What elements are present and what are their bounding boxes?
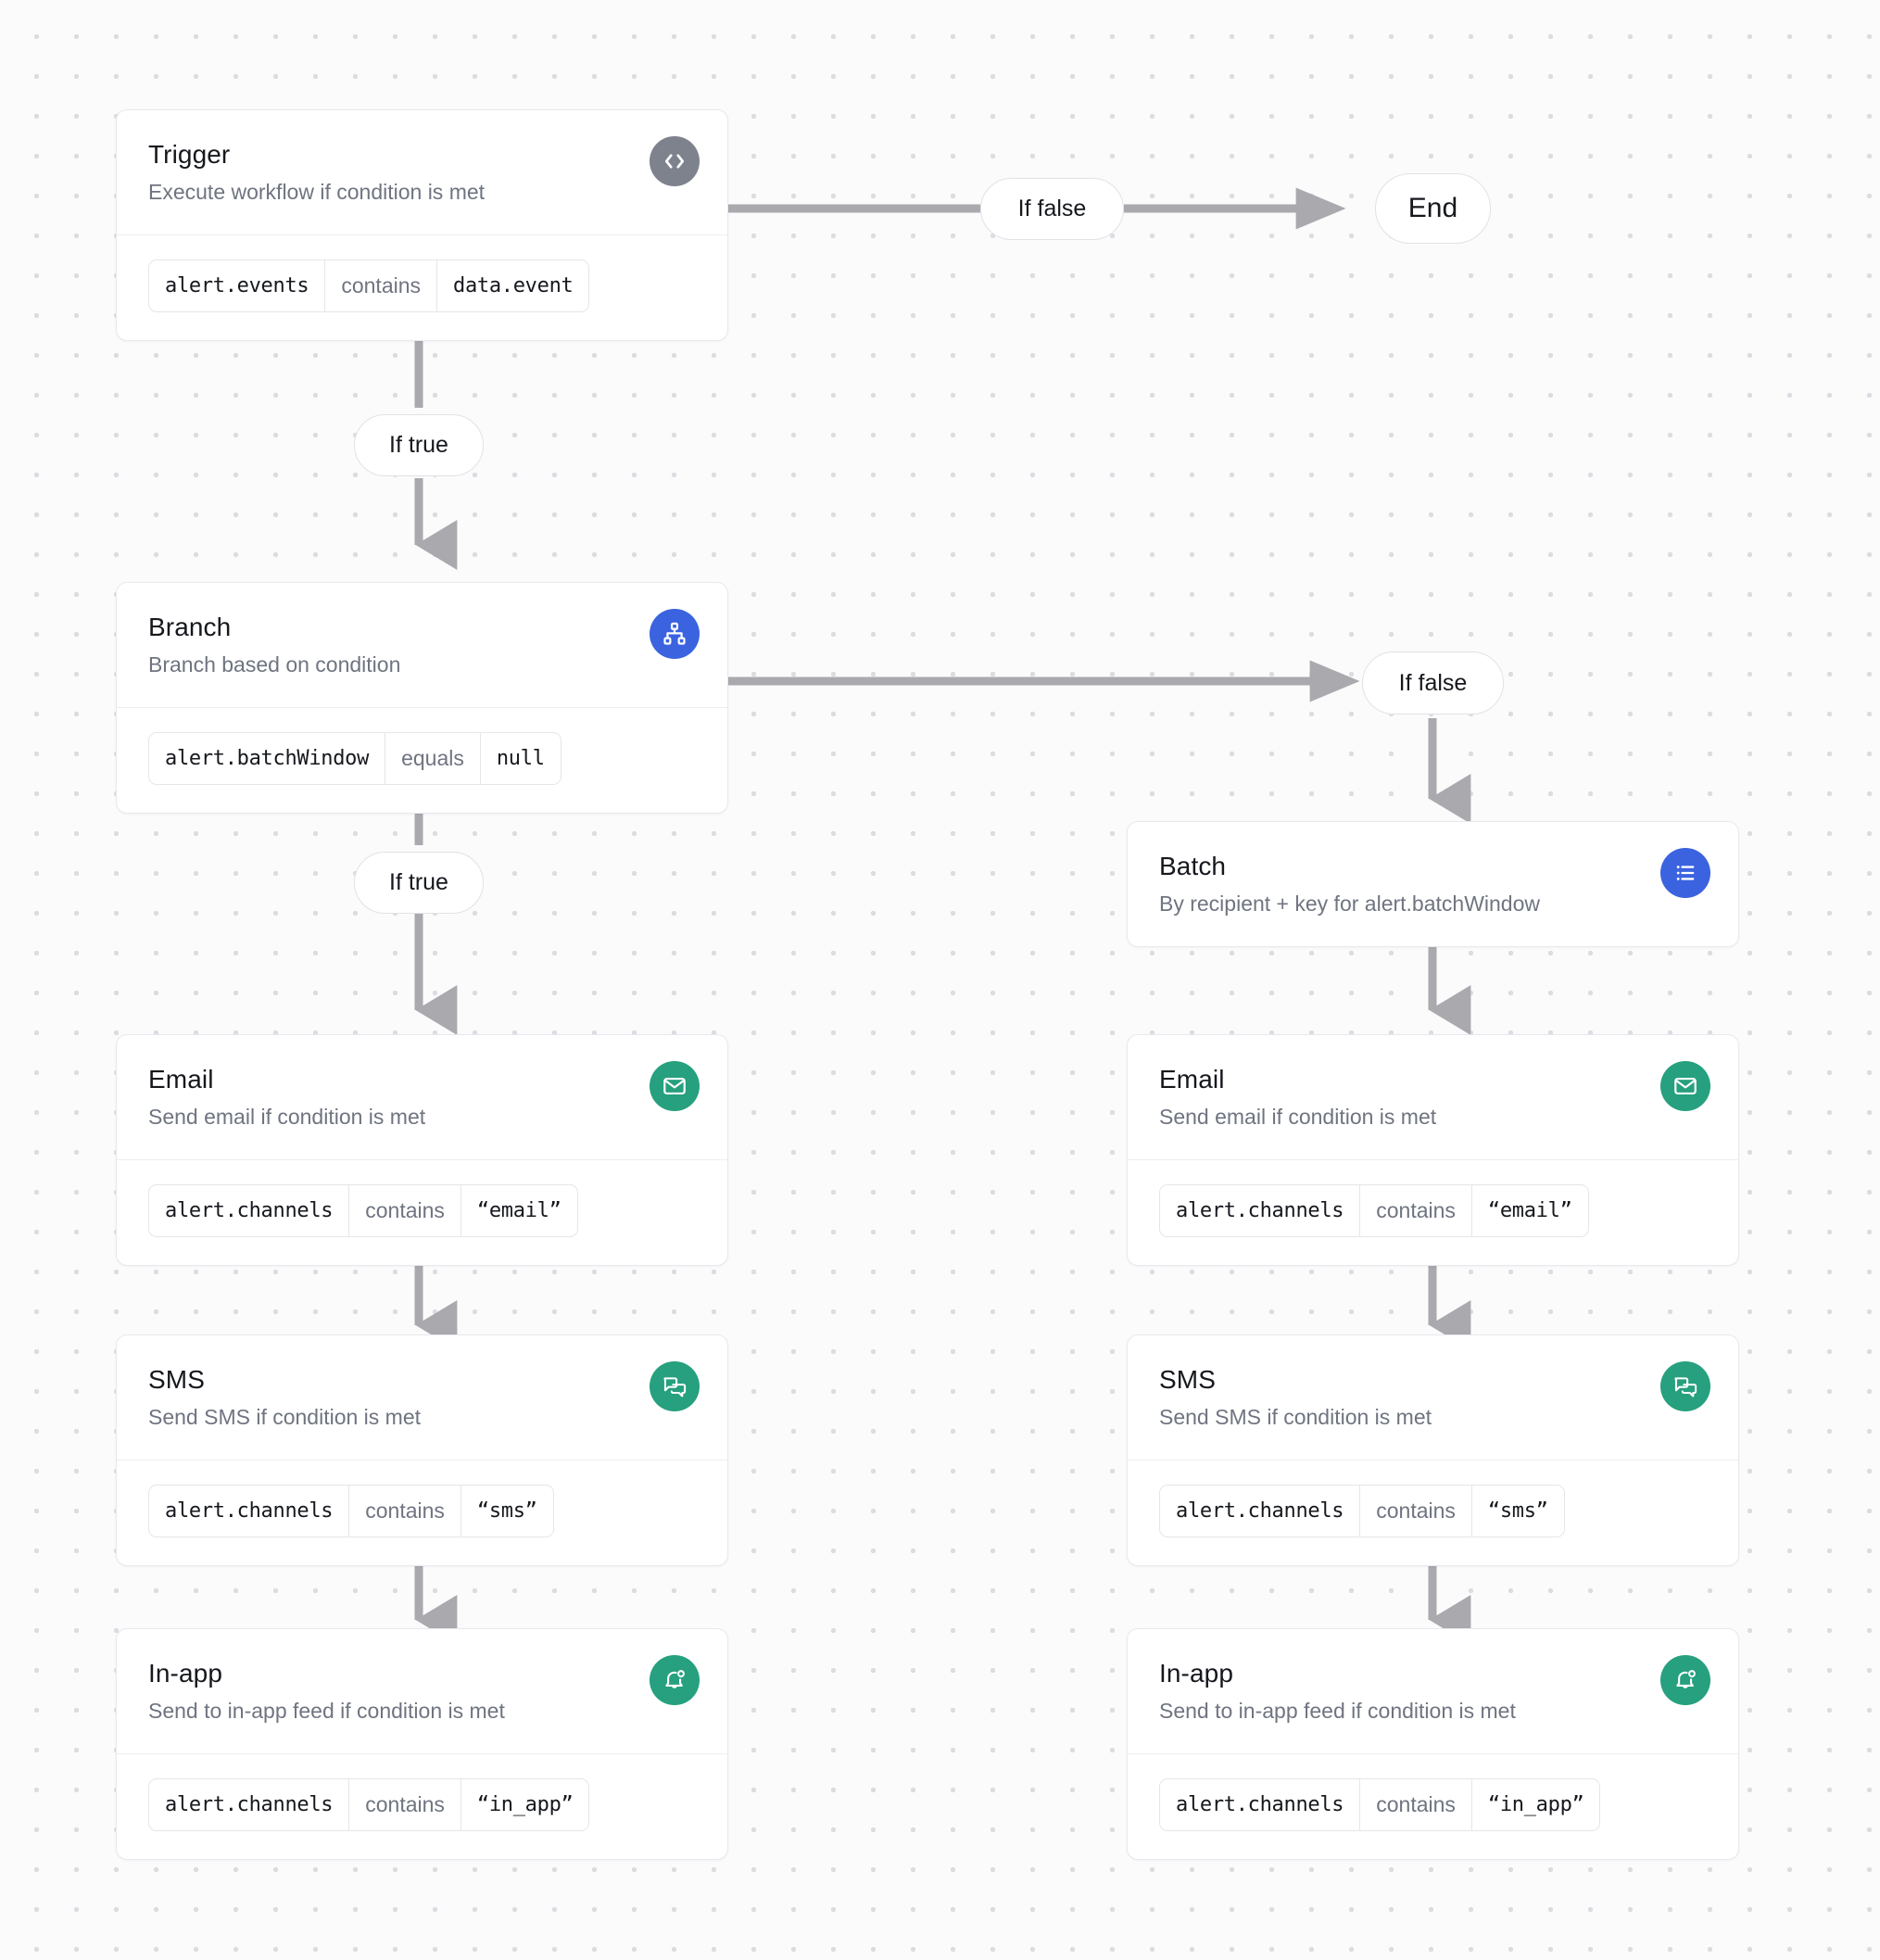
inapp-left-condition[interactable]: alert.channels contains “in_app” <box>117 1754 727 1859</box>
condition-value: “sms” <box>476 1498 537 1523</box>
sms-right-title: SMS <box>1159 1365 1216 1394</box>
sitemap-icon <box>650 609 700 659</box>
condition-value: “in_app” <box>1487 1792 1584 1816</box>
condition-value: “email” <box>476 1198 561 1222</box>
condition-operator: contains <box>1359 1778 1472 1830</box>
inapp-right-subtitle: Send to in-app feed if condition is met <box>1159 1699 1516 1723</box>
inapp-left-subtitle: Send to in-app feed if condition is met <box>148 1699 505 1723</box>
sms-right-subtitle: Send SMS if condition is met <box>1159 1405 1432 1429</box>
node-card-sms-left[interactable]: SMS Send SMS if condition is met alert.c… <box>116 1334 728 1566</box>
sms-left-card-header: SMS Send SMS if condition is met <box>117 1335 727 1461</box>
condition-field: alert.channels <box>1176 1198 1344 1222</box>
condition-value: “in_app” <box>476 1792 574 1816</box>
condition-value: null <box>496 746 545 770</box>
email-right-subtitle: Send email if condition is met <box>1159 1105 1437 1129</box>
email-left-card-header: Email Send email if condition is met <box>117 1035 727 1160</box>
condition-operator: contains <box>348 1485 461 1536</box>
condition-field: alert.batchWindow <box>165 746 370 770</box>
email-left-condition[interactable]: alert.channels contains “email” <box>117 1160 727 1265</box>
condition-chip[interactable]: alert.channels contains “email” <box>1159 1183 1589 1237</box>
condition-field: alert.channels <box>1176 1792 1344 1816</box>
batch-subtitle: By recipient + key for alert.batchWindow <box>1159 891 1540 916</box>
branch-card-header: Branch Branch based on condition <box>117 583 727 708</box>
chat-bubbles-icon <box>1660 1361 1710 1411</box>
batch-title: Batch <box>1159 852 1227 880</box>
condition-operator: contains <box>324 259 438 311</box>
node-card-trigger[interactable]: Trigger Execute workflow if condition is… <box>116 109 728 341</box>
sms-right-condition[interactable]: alert.channels contains “sms” <box>1128 1461 1738 1565</box>
inapp-left-title: In-app <box>148 1659 222 1688</box>
chat-bubbles-icon <box>650 1361 700 1411</box>
trigger-card-header: Trigger Execute workflow if condition is… <box>117 110 727 235</box>
email-right-condition[interactable]: alert.channels contains “email” <box>1128 1160 1738 1265</box>
condition-chip[interactable]: alert.channels contains “sms” <box>1159 1484 1565 1537</box>
condition-chip[interactable]: alert.batchWindow equals null <box>148 731 561 785</box>
node-card-inapp-left[interactable]: In-app Send to in-app feed if condition … <box>116 1628 728 1860</box>
node-card-branch[interactable]: Branch Branch based on condition alert.b… <box>116 582 728 814</box>
branch-subtitle: Branch based on condition <box>148 652 401 677</box>
edge-label-trigger-if-true[interactable]: If true <box>354 414 484 476</box>
envelope-icon <box>650 1061 700 1111</box>
sms-left-subtitle: Send SMS if condition is met <box>148 1405 422 1429</box>
condition-field: alert.channels <box>165 1792 334 1816</box>
batch-card-header: Batch By recipient + key for alert.batch… <box>1128 822 1738 946</box>
inapp-right-condition[interactable]: alert.channels contains “in_app” <box>1128 1754 1738 1859</box>
email-right-title: Email <box>1159 1065 1225 1094</box>
condition-operator: contains <box>1359 1485 1472 1536</box>
email-right-card-header: Email Send email if condition is met <box>1128 1035 1738 1160</box>
condition-operator: contains <box>348 1778 461 1830</box>
condition-value: data.event <box>453 273 574 297</box>
condition-operator: equals <box>385 732 481 784</box>
condition-operator: contains <box>348 1184 461 1236</box>
bell-notification-icon <box>1660 1655 1710 1705</box>
inapp-right-title: In-app <box>1159 1659 1233 1688</box>
condition-field: alert.channels <box>165 1198 334 1222</box>
condition-chip[interactable]: alert.events contains data.event <box>148 259 590 312</box>
node-card-inapp-right[interactable]: In-app Send to in-app feed if condition … <box>1127 1628 1739 1860</box>
email-left-subtitle: Send email if condition is met <box>148 1105 426 1129</box>
condition-field: alert.channels <box>165 1498 334 1523</box>
envelope-icon <box>1660 1061 1710 1111</box>
condition-operator: contains <box>1359 1184 1472 1236</box>
node-pill-end[interactable]: End <box>1375 173 1491 244</box>
trigger-subtitle: Execute workflow if condition is met <box>148 180 486 204</box>
list-icon <box>1660 848 1710 898</box>
condition-field: alert.events <box>165 273 309 297</box>
trigger-title: Trigger <box>148 140 231 169</box>
node-card-batch[interactable]: Batch By recipient + key for alert.batch… <box>1127 821 1739 947</box>
node-card-email-left[interactable]: Email Send email if condition is met ale… <box>116 1034 728 1266</box>
trigger-condition[interactable]: alert.events contains data.event <box>117 235 727 340</box>
condition-chip[interactable]: alert.channels contains “sms” <box>148 1484 554 1537</box>
email-left-title: Email <box>148 1065 214 1094</box>
condition-chip[interactable]: alert.channels contains “in_app” <box>1159 1777 1601 1831</box>
branch-title: Branch <box>148 613 232 641</box>
condition-field: alert.channels <box>1176 1498 1344 1523</box>
condition-chip[interactable]: alert.channels contains “email” <box>148 1183 578 1237</box>
condition-value: “sms” <box>1487 1498 1548 1523</box>
inapp-right-card-header: In-app Send to in-app feed if condition … <box>1128 1629 1738 1754</box>
condition-value: “email” <box>1487 1198 1572 1222</box>
edge-label-trigger-if-false[interactable]: If false <box>980 178 1124 240</box>
condition-chip[interactable]: alert.channels contains “in_app” <box>148 1777 590 1831</box>
sms-left-condition[interactable]: alert.channels contains “sms” <box>117 1461 727 1565</box>
code-brackets-icon <box>650 136 700 186</box>
sms-left-title: SMS <box>148 1365 205 1394</box>
sms-right-card-header: SMS Send SMS if condition is met <box>1128 1335 1738 1461</box>
edge-label-branch-if-true[interactable]: If true <box>354 852 484 914</box>
edge-label-branch-if-false[interactable]: If false <box>1362 651 1504 714</box>
branch-condition[interactable]: alert.batchWindow equals null <box>117 708 727 813</box>
bell-notification-icon <box>650 1655 700 1705</box>
node-card-email-right[interactable]: Email Send email if condition is met ale… <box>1127 1034 1739 1266</box>
node-card-sms-right[interactable]: SMS Send SMS if condition is met alert.c… <box>1127 1334 1739 1566</box>
inapp-left-card-header: In-app Send to in-app feed if condition … <box>117 1629 727 1754</box>
